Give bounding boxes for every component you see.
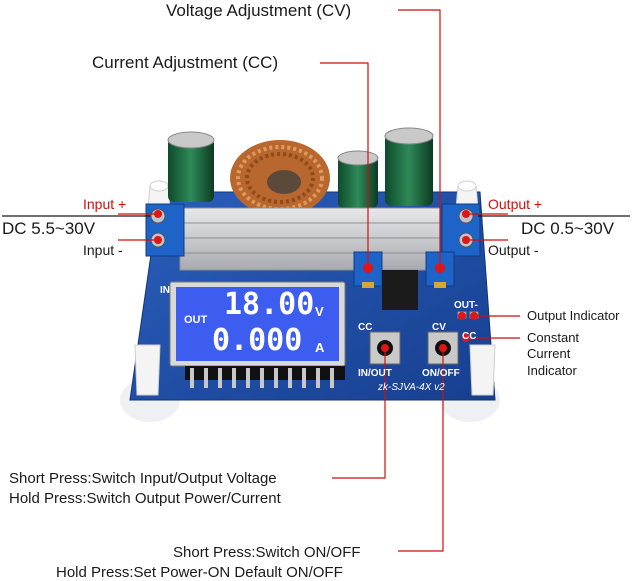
current-adjustment-label: Current Adjustment (CC): [92, 53, 279, 72]
lcd-current: 0.000: [212, 323, 303, 358]
lcd-screen: [169, 281, 346, 367]
onoff-hold-press-label: Hold Press:Set Power-ON Default ON/OFF: [56, 564, 343, 581]
output-terminal: [441, 203, 481, 257]
header-pins: [185, 366, 345, 388]
lcd-mode: OUT: [184, 314, 208, 326]
inout-short-press-label: Short Press:Switch Input/Output Voltage: [9, 470, 277, 487]
input-plus-label: Input +: [83, 196, 127, 212]
constant-current-line3: Indicator: [527, 363, 577, 378]
constant-current-line1: Constant: [527, 330, 580, 345]
silk-onoff: ON/OFF: [422, 368, 460, 379]
silk-in: IN: [160, 285, 170, 296]
lcd-current-unit: A: [315, 340, 325, 355]
silk-cc-left: CC: [358, 322, 373, 333]
input-voltage-label: DC 5.5~30V: [2, 219, 96, 238]
lcd-voltage: 18.00: [224, 287, 315, 322]
input-minus-label: Input -: [83, 242, 123, 258]
inductor-coil: [230, 140, 330, 216]
heatsink: [179, 207, 441, 271]
callout-dots: [154, 210, 478, 352]
silk-cc: CC: [462, 331, 477, 342]
input-terminal: [145, 203, 185, 257]
silk-model: zk-SJVA-4X v2: [378, 382, 445, 393]
output-plus-label: Output +: [488, 196, 543, 212]
chip: [382, 270, 418, 310]
output-minus-label: Output -: [488, 242, 539, 258]
output-voltage-label: DC 0.5~30V: [521, 219, 615, 238]
silk-out: OUT-: [454, 300, 478, 311]
constant-current-line2: Current: [527, 346, 571, 361]
lcd-voltage-unit: V: [315, 304, 324, 319]
onoff-short-press-label: Short Press:Switch ON/OFF: [173, 544, 361, 561]
output-indicator-label: Output Indicator: [527, 308, 620, 323]
silk-inout: IN/OUT: [358, 368, 392, 379]
silk-cv: CV: [432, 322, 446, 333]
voltage-adjustment-label: Voltage Adjustment (CV): [166, 1, 352, 20]
inout-hold-press-label: Hold Press:Switch Output Power/Current: [9, 490, 281, 507]
callout-lines: [118, 9, 520, 552]
